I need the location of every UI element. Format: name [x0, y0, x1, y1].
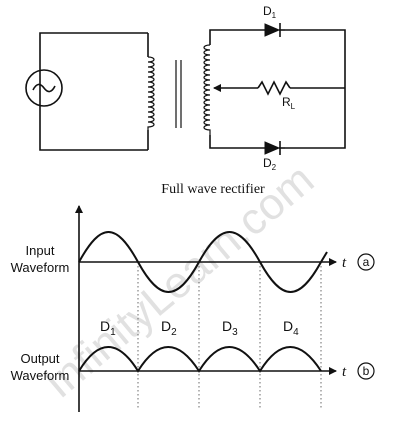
ac-source-icon: [25, 69, 63, 107]
output-rectified-wave: [78, 346, 322, 373]
resistor-label: RL: [282, 95, 296, 111]
source-loop-wire: [39, 32, 149, 151]
output-label-line2: Waveform: [11, 368, 70, 383]
input-t-label: t: [342, 255, 347, 271]
waveform-plot: Input Waveform Output Waveform t a t b D…: [11, 205, 375, 412]
input-label-line2: Waveform: [11, 260, 70, 275]
marker-a-circle: [357, 253, 375, 271]
output-diode-label-3: D3: [222, 318, 238, 338]
resistor-icon: [257, 80, 291, 96]
circuit-caption: Full wave rectifier: [161, 182, 265, 197]
output-diode-label-1: D1: [100, 318, 116, 338]
diode-bottom-icon: [264, 141, 281, 155]
primary-coil-icon: [147, 56, 155, 130]
secondary-wiring: [209, 29, 346, 149]
input-sine-wave: [78, 231, 328, 293]
diode-bottom-label: D2: [263, 156, 277, 172]
output-label-line1: Output: [20, 351, 59, 366]
diode-top-icon: [264, 23, 281, 37]
marker-a-label: a: [363, 255, 370, 269]
marker-b-circle: [357, 362, 375, 380]
output-diode-label-2: D2: [161, 318, 177, 338]
output-diode-label-4: D4: [283, 318, 299, 338]
ac-sine-symbol: [32, 83, 56, 93]
diode-top-label: D1: [263, 4, 277, 20]
output-t-label: t: [342, 364, 347, 380]
marker-b-label: b: [363, 364, 370, 378]
circuit: D1 D2 RL Full wave rectifier: [25, 4, 346, 197]
secondary-coil-icon: [203, 44, 211, 135]
input-label-line1: Input: [26, 243, 55, 258]
